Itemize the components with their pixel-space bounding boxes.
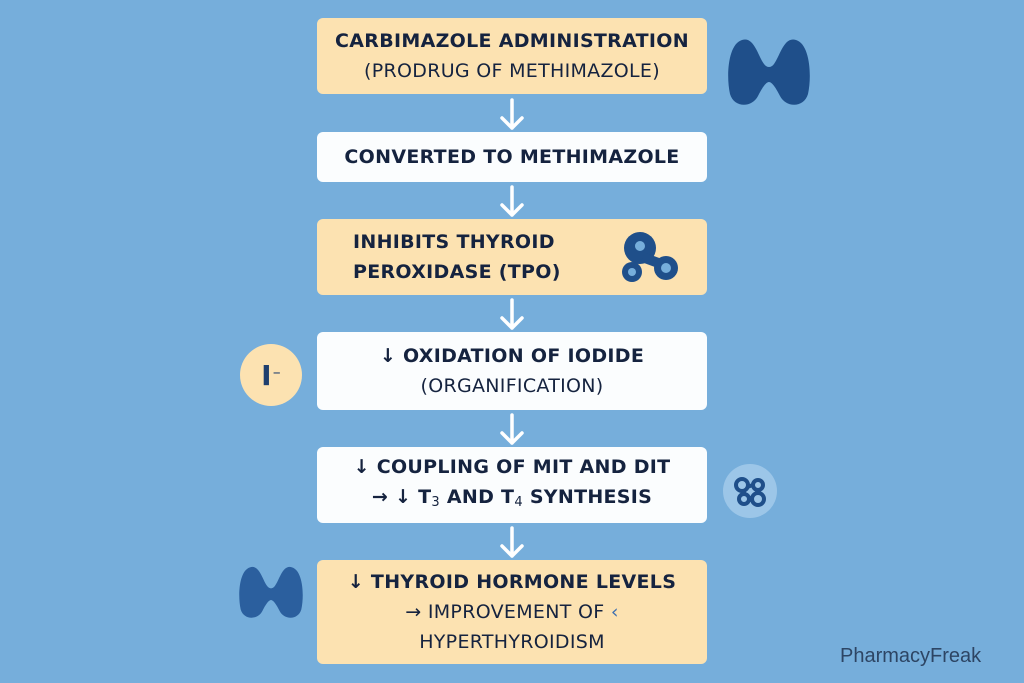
- step-4-title: ↓ OXIDATION OF IODIDE: [379, 345, 645, 367]
- step-coupling-mit-dit: ↓ COUPLING OF MIT AND DIT → ↓ T3 AND T4 …: [317, 447, 707, 523]
- step-thyroid-hormone-levels: ↓ THYROID HORMONE LEVELS → IMPROVEMENT O…: [317, 560, 707, 664]
- step-oxidation-of-iodide: ↓ OXIDATION OF IODIDE (ORGANIFICATION): [317, 332, 707, 410]
- step-6-line-3: HYPERTHYROIDISM: [419, 631, 605, 653]
- molecule-icon: [723, 464, 777, 518]
- step-converted-to-methimazole: CONVERTED TO METHIMAZOLE: [317, 132, 707, 182]
- arrow-down-icon: [500, 98, 524, 130]
- thyroid-icon: [239, 566, 303, 618]
- small-bracket-icon: ‹: [610, 601, 619, 623]
- arrow-down-icon: [500, 526, 524, 558]
- brand-watermark: PharmacyFreak: [840, 645, 982, 667]
- iodide-icon: I⁻: [240, 344, 302, 406]
- subscript-4: 4: [514, 495, 523, 510]
- arrow-down-icon: [500, 298, 524, 330]
- step-1-subtitle: (PRODRUG OF METHIMAZOLE): [364, 60, 660, 82]
- step-4-subtitle: (ORGANIFICATION): [420, 375, 604, 397]
- iodide-symbol: I: [261, 358, 272, 392]
- step-3-line-2: PEROXIDASE (TPO): [353, 261, 561, 283]
- iodide-charge: ⁻: [272, 365, 281, 385]
- synthesis-suffix: SYNTHESIS: [522, 486, 653, 508]
- step-1-title: CARBIMAZOLE ADMINISTRATION: [335, 30, 689, 52]
- synthesis-mid: AND T: [439, 486, 515, 508]
- step-3-line-1: INHIBITS THYROID: [353, 231, 555, 253]
- subscript-3: 3: [431, 495, 440, 510]
- thyroid-icon: [728, 39, 810, 105]
- step-5-title: ↓ COUPLING OF MIT AND DIT: [353, 456, 671, 478]
- step-6-title: ↓ THYROID HORMONE LEVELS: [347, 571, 677, 593]
- step-2-title: CONVERTED TO METHIMAZOLE: [344, 146, 680, 168]
- step-5-synthesis: → ↓ T3 AND T4 SYNTHESIS: [317, 482, 707, 518]
- step-6-improvement: → IMPROVEMENT OF: [405, 601, 605, 623]
- synthesis-prefix: → ↓ T: [371, 486, 432, 508]
- arrow-down-icon: [500, 413, 524, 445]
- enzyme-icon: [622, 232, 678, 282]
- arrow-down-icon: [500, 185, 524, 217]
- step-carbimazole-administration: CARBIMAZOLE ADMINISTRATION (PRODRUG OF M…: [317, 18, 707, 94]
- step-6-line-2: → IMPROVEMENT OF ‹: [317, 597, 707, 627]
